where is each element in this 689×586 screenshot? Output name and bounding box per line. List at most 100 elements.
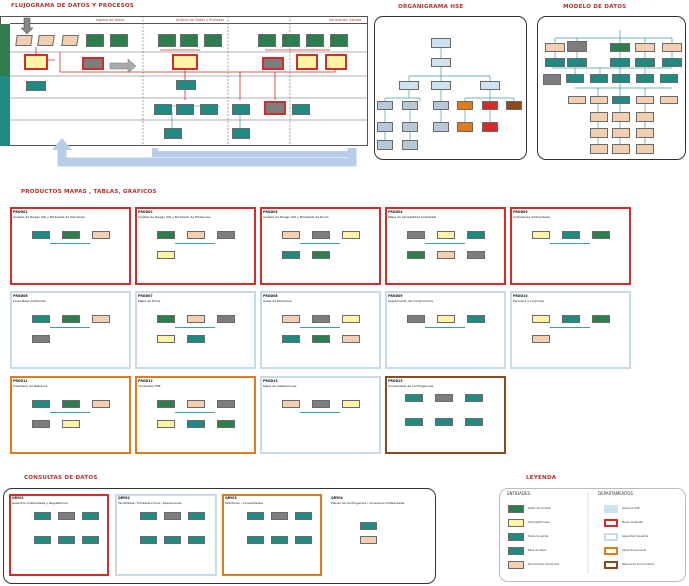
product-card[interactable] bbox=[135, 376, 256, 454]
legend-entity-swatch bbox=[508, 547, 524, 555]
model-node-3 bbox=[610, 43, 630, 52]
product-node bbox=[282, 231, 300, 239]
legend-departments-title: DEPARTAMENTOS bbox=[598, 491, 633, 496]
product-connector bbox=[50, 412, 90, 413]
legend-entity-label: Cartografía base bbox=[528, 521, 550, 524]
product-card[interactable] bbox=[135, 291, 256, 369]
product-node bbox=[32, 420, 50, 428]
product-card[interactable] bbox=[510, 207, 631, 285]
product-node bbox=[92, 231, 110, 239]
product-node bbox=[217, 315, 235, 323]
product-code: PROD11 bbox=[13, 379, 28, 383]
query-node bbox=[295, 512, 312, 520]
product-title: Permisos y Licencias bbox=[513, 299, 544, 303]
query-card[interactable] bbox=[222, 494, 322, 576]
data-model-title: MODELO DE DATOS bbox=[563, 4, 627, 10]
model-node-30 bbox=[636, 144, 654, 154]
product-node bbox=[405, 394, 423, 402]
product-title: Incidentes HSE bbox=[138, 384, 161, 388]
product-node bbox=[187, 420, 205, 428]
product-node bbox=[157, 420, 175, 428]
product-node bbox=[592, 231, 610, 239]
flow-phase-output: Generación Salidas bbox=[328, 18, 362, 22]
product-code: PROD08 bbox=[263, 294, 278, 298]
legend-entity-label: Base de datos bbox=[528, 549, 547, 552]
product-code: PROD09 bbox=[388, 294, 403, 298]
product-card[interactable] bbox=[260, 376, 381, 454]
product-node bbox=[437, 315, 455, 323]
product-node bbox=[407, 231, 425, 239]
product-node bbox=[62, 400, 80, 408]
product-node bbox=[187, 335, 205, 343]
org-node-l4e bbox=[482, 101, 498, 110]
product-code: PROD06 bbox=[13, 294, 28, 298]
legend-entity-swatch bbox=[508, 519, 524, 527]
product-title: Mapa de Pozos bbox=[138, 299, 161, 303]
product-card[interactable] bbox=[10, 291, 131, 369]
query-node bbox=[360, 522, 377, 530]
product-node bbox=[465, 394, 483, 402]
model-node-29 bbox=[612, 144, 630, 154]
product-card[interactable] bbox=[10, 207, 131, 285]
data-model-frame bbox=[537, 16, 686, 160]
product-node bbox=[312, 400, 330, 408]
org-node-l4b bbox=[402, 101, 418, 110]
legend-department-label: Relaciones Comunitarias bbox=[622, 563, 655, 566]
product-connector bbox=[50, 243, 90, 244]
product-card[interactable] bbox=[260, 207, 381, 285]
query-code: QRY04 bbox=[331, 496, 343, 500]
product-card[interactable] bbox=[385, 376, 506, 454]
org-node-l5c bbox=[433, 122, 449, 132]
flow-db-1 bbox=[26, 81, 46, 91]
query-node bbox=[360, 536, 377, 544]
legend-department-label: Salud Ocupacional bbox=[622, 549, 647, 552]
model-node-20 bbox=[636, 96, 654, 104]
product-card[interactable] bbox=[385, 291, 506, 369]
product-card[interactable] bbox=[260, 291, 381, 369]
flow-node-input-12 bbox=[330, 34, 348, 47]
product-node bbox=[312, 335, 330, 343]
product-card[interactable] bbox=[510, 291, 631, 369]
product-node bbox=[187, 231, 205, 239]
product-title: Análisis de Riesgo SIG y Modelado de Rui… bbox=[263, 215, 329, 219]
flow-process-2 bbox=[82, 57, 104, 70]
product-connector bbox=[175, 243, 215, 244]
legend-department-swatch bbox=[604, 519, 618, 527]
model-node-1 bbox=[545, 43, 565, 52]
query-card[interactable] bbox=[9, 494, 109, 576]
product-code: PROD02 bbox=[138, 210, 153, 214]
product-title: Línea Base Ambiental bbox=[13, 299, 46, 303]
flow-node-input-4 bbox=[86, 34, 104, 47]
queries-frame bbox=[3, 488, 436, 584]
product-card[interactable] bbox=[135, 207, 256, 285]
query-card[interactable] bbox=[115, 494, 217, 576]
product-card[interactable] bbox=[10, 376, 131, 454]
product-node bbox=[157, 315, 175, 323]
product-title: Análisis de Riesgo SIG y Modelado de Emi… bbox=[138, 215, 211, 219]
product-title: Indicadores Ambientales bbox=[513, 215, 550, 219]
legend-entity-swatch bbox=[508, 533, 524, 541]
product-node bbox=[435, 394, 453, 402]
product-code: PROD12 bbox=[138, 379, 153, 383]
product-node bbox=[342, 315, 360, 323]
query-node bbox=[247, 512, 264, 520]
product-card[interactable] bbox=[385, 207, 506, 285]
product-title: Mapa de Sensibilidad Ambiental bbox=[388, 215, 437, 219]
flow-node-input-6 bbox=[158, 34, 176, 47]
product-node bbox=[437, 251, 455, 259]
flow-phase-input: Ingreso de Datos bbox=[95, 18, 125, 22]
product-node bbox=[187, 315, 205, 323]
model-node-9 bbox=[635, 58, 655, 67]
query-node bbox=[188, 512, 205, 520]
product-node bbox=[312, 231, 330, 239]
product-code: PROD07 bbox=[138, 294, 153, 298]
product-connector bbox=[300, 412, 340, 413]
product-node bbox=[312, 251, 330, 259]
model-node-8 bbox=[610, 58, 630, 67]
legend-department-swatch bbox=[604, 505, 618, 513]
model-node-22 bbox=[590, 112, 608, 122]
org-node-l6b bbox=[402, 140, 418, 150]
flow-db-8 bbox=[292, 104, 310, 115]
query-card[interactable] bbox=[328, 494, 420, 576]
flow-node-input-11 bbox=[306, 34, 324, 47]
